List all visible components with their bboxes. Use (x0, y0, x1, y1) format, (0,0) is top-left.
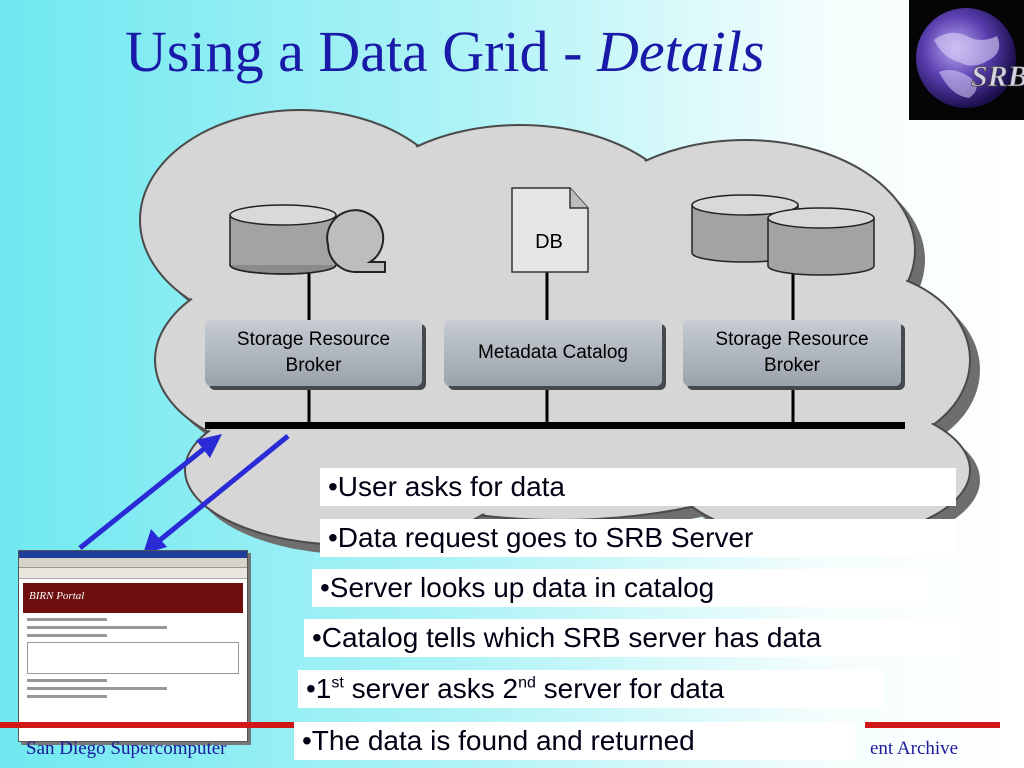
title-italic-text: Details (596, 19, 765, 84)
srb-logo: SRB (909, 0, 1024, 120)
bullet-5-sup2: nd (518, 674, 536, 692)
bullet-5-pre: •1 (306, 673, 332, 704)
bullet-6-text: •The data is found and returned (302, 725, 695, 756)
metadata-catalog-box: Metadata Catalog (444, 320, 662, 386)
window-toolbar (19, 568, 247, 579)
bullet-1: •User asks for data (320, 468, 956, 506)
database-document-icon: DB (511, 187, 589, 273)
bullet-5-post: server for data (535, 673, 725, 704)
network-bus (205, 422, 905, 429)
window-titlebar (19, 551, 247, 558)
srb-right-line1: Storage Resource (715, 329, 869, 350)
request-arrows (78, 434, 290, 554)
text-line (27, 634, 107, 637)
portal-table (27, 642, 239, 674)
footer-left-text: San Diego Supercomputer (26, 738, 227, 759)
tape-reel-icon (326, 209, 386, 273)
bullet-3: •Server looks up data in catalog (312, 569, 928, 607)
window-menubar (19, 558, 247, 568)
storage-cylinder-icon (229, 204, 337, 275)
text-line (27, 626, 167, 629)
slide-title: Using a Data Grid - Details (125, 18, 764, 85)
bullet-2: •Data request goes to SRB Server (320, 519, 956, 557)
text-line (27, 618, 107, 621)
metadata-catalog-label: Metadata Catalog (478, 342, 628, 363)
bullet-4: •Catalog tells which SRB server has data (304, 619, 960, 657)
bullet-5: •1st server asks 2nd server for data (298, 670, 884, 708)
bullet-4-text: •Catalog tells which SRB server has data (312, 622, 822, 653)
bullet-5-sup1: st (331, 674, 344, 692)
portal-title: BIRN Portal (29, 590, 85, 602)
srb-left-line1: Storage Resource (236, 329, 391, 350)
srb-left-line2: Broker (285, 355, 342, 376)
title-text: Using a Data Grid - (125, 19, 583, 84)
logo-text: SRB (971, 60, 1024, 93)
connector-lines (307, 268, 795, 426)
text-line (27, 695, 107, 698)
storage-cylinder-pair-icon (691, 194, 875, 276)
bullet-5-mid: server asks 2 (343, 673, 519, 704)
bullet-6: •The data is found and returned (294, 722, 855, 760)
bullet-1-text: •User asks for data (328, 471, 566, 502)
footer-right-text: ent Archive (870, 738, 959, 759)
portal-header: BIRN Portal (23, 583, 243, 613)
bullet-2-text: •Data request goes to SRB Server (328, 522, 754, 553)
footer-rule-right (865, 722, 1000, 728)
footer-rule-left (0, 722, 300, 728)
portal-screenshot: BIRN Portal (18, 550, 248, 742)
text-line (27, 679, 107, 682)
srb-right-line2: Broker (764, 355, 820, 376)
text-line (27, 687, 167, 690)
db-label: DB (535, 231, 563, 253)
globe-logo-icon: SRB (916, 8, 1024, 108)
bullet-3-text: •Server looks up data in catalog (320, 572, 715, 603)
